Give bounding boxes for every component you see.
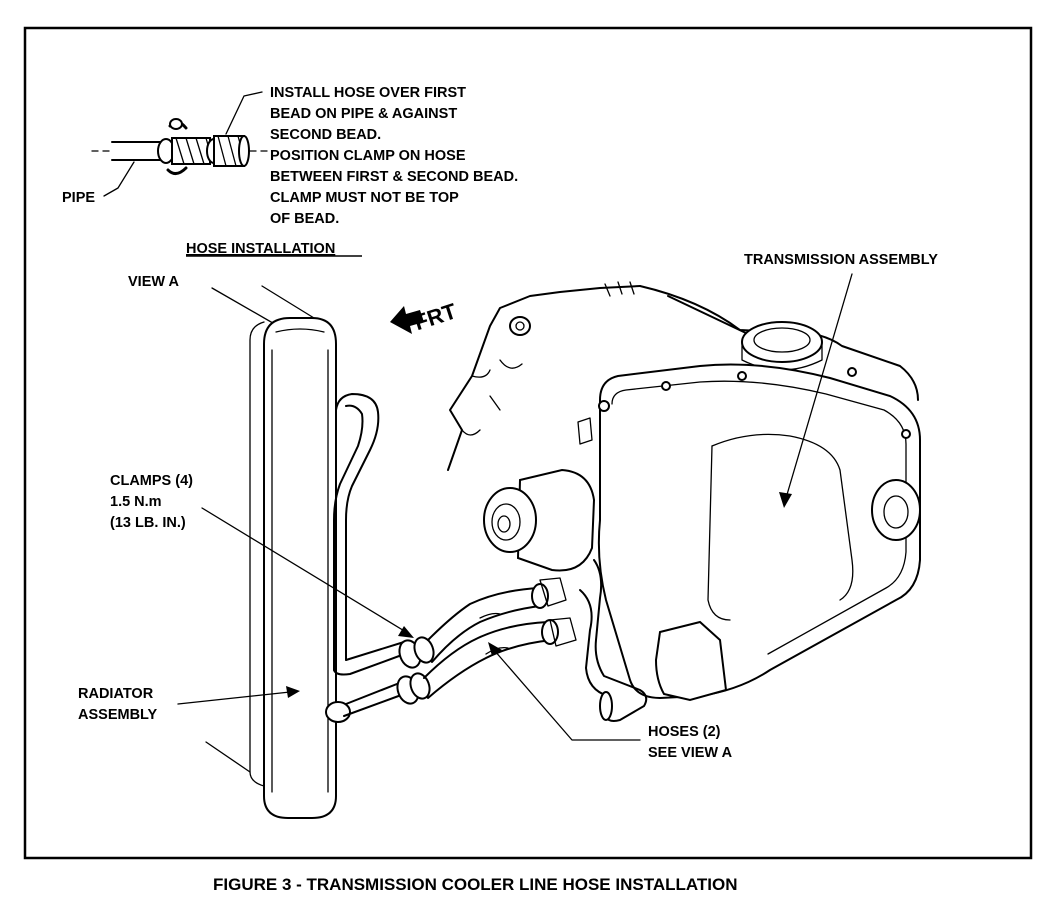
note-line: INSTALL HOSE OVER FIRST [270, 85, 466, 101]
clamps-label: CLAMPS (4) [110, 473, 193, 489]
note-line: BETWEEN FIRST & SECOND BEAD. [270, 169, 518, 185]
transmission-assembly [447, 281, 921, 722]
clamps-torque-imperial: (13 LB. IN.) [110, 515, 186, 531]
transmission-assembly-label: TRANSMISSION ASSEMBLY [744, 252, 938, 268]
figure-caption: FIGURE 3 - TRANSMISSION COOLER LINE HOSE… [213, 875, 738, 894]
hoses-see-view-a: SEE VIEW A [648, 745, 733, 761]
radiator-assembly [205, 285, 380, 819]
note-line: OF BEAD. [270, 211, 339, 227]
figure-frame [23, 26, 1033, 860]
clamps-torque-metric: 1.5 N.m [110, 494, 162, 510]
radiator-label-line2: ASSEMBLY [78, 707, 158, 723]
note-line: POSITION CLAMP ON HOSE [270, 148, 466, 164]
hose-installation-title: HOSE INSTALLATION [186, 241, 335, 257]
radiator-label: RADIATOR [78, 686, 154, 702]
frt-label: FRT [411, 298, 460, 335]
pipe-label: PIPE [62, 190, 95, 206]
hose-note: INSTALL HOSE OVER FIRST BEAD ON PIPE & A… [270, 85, 518, 227]
view-a-detail [91, 91, 269, 197]
hoses [423, 583, 559, 699]
note-line: BEAD ON PIPE & AGAINST [270, 106, 457, 122]
front-arrow-icon [390, 306, 424, 334]
view-a-label: VIEW A [128, 274, 180, 290]
callout-leaders [177, 273, 853, 741]
cooler-pipes [333, 636, 435, 717]
hoses-label: HOSES (2) [648, 724, 721, 740]
note-line: SECOND BEAD. [270, 127, 381, 143]
note-line: CLAMP MUST NOT BE TOP [270, 190, 459, 206]
